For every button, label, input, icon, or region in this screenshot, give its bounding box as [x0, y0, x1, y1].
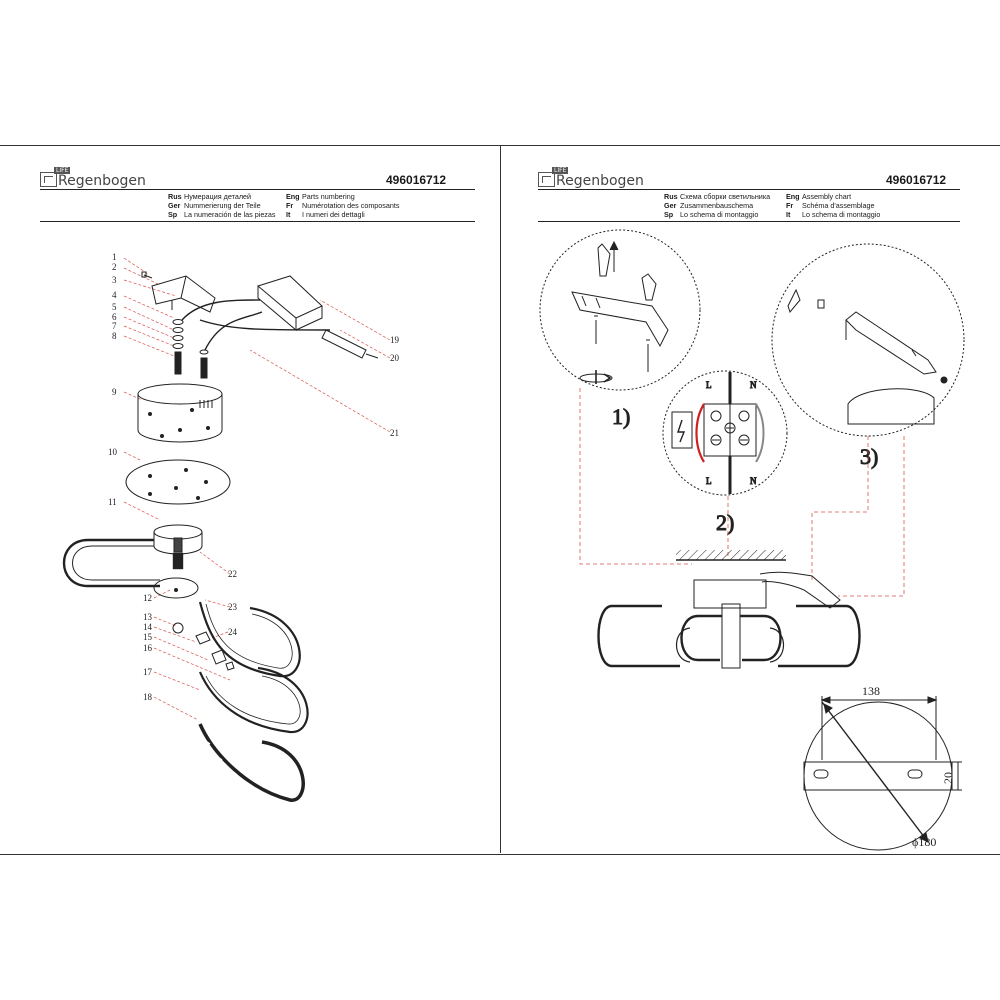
part-label-24: 24	[228, 627, 238, 637]
led-strip-part-18	[198, 723, 305, 802]
assembly-connectors	[579, 388, 905, 597]
canopy-base-part-9	[137, 383, 223, 443]
plate-height-label: 20	[941, 772, 955, 784]
wiring-label-neutral-bottom: N	[750, 476, 757, 486]
part-label-10: 10	[108, 447, 118, 457]
model-number-right: 496016712	[886, 173, 947, 187]
step-1-label: 1)	[612, 404, 630, 429]
part-label-1: 1	[112, 252, 117, 262]
step-2-label: 2)	[716, 510, 734, 535]
part-label-5: 5	[112, 302, 117, 312]
wiring-label-live-top: L	[706, 380, 712, 390]
wiring-label-live-bottom: L	[706, 476, 712, 486]
part-label-6: 6	[112, 312, 117, 322]
cover-plate-part-10	[125, 459, 231, 505]
part-label-20: 20	[390, 353, 400, 363]
assembly-view: 1) L N L N 2)	[539, 229, 965, 851]
page-divider	[500, 145, 501, 853]
step-2-wiring-detail	[662, 370, 788, 496]
screw-part-1	[141, 271, 153, 279]
arm-loop	[62, 538, 184, 588]
part-label-22: 22	[228, 569, 237, 579]
part-label-21: 21	[390, 428, 399, 438]
part-label-14: 14	[143, 622, 153, 632]
dimension-drawing	[803, 696, 962, 851]
leader-lines-left	[123, 257, 391, 721]
hub-part-11	[153, 524, 203, 555]
brand-mark-icon: LIFE	[538, 167, 569, 187]
step-1-detail	[539, 229, 701, 391]
part-label-19: 19	[390, 335, 400, 345]
part-label-12: 12	[143, 593, 152, 603]
brand-mark-icon: LIFE	[40, 167, 71, 187]
part-label-7: 7	[112, 321, 117, 331]
wiring-label-neutral-top: N	[750, 380, 757, 390]
mounted-fixture	[597, 550, 861, 669]
step-3-label: 3)	[860, 444, 878, 469]
header-rule-right-bottom	[538, 221, 960, 222]
part-label-11: 11	[108, 497, 117, 507]
header-rule-left-bottom	[40, 221, 475, 222]
terminal-part-20	[321, 329, 379, 359]
part-label-3: 3	[112, 275, 117, 285]
diameter-label: ϕ180	[912, 835, 936, 849]
step-3-detail	[771, 243, 965, 437]
part-number-labels: 1 2 3 4 5 6 7 8 9 10 11 12 13 14 15 16 1…	[108, 252, 400, 702]
part-label-9: 9	[112, 387, 117, 397]
part-label-13: 13	[143, 612, 153, 622]
part-label-17: 17	[143, 667, 153, 677]
fastener-stack	[172, 319, 209, 379]
led-driver-part-19	[256, 275, 323, 332]
part-label-8: 8	[112, 331, 117, 341]
part-label-2: 2	[112, 262, 117, 272]
power-wires	[181, 299, 331, 351]
part-label-23: 23	[228, 602, 238, 612]
lamp-frame-loops	[198, 601, 309, 734]
part-label-16: 16	[143, 643, 153, 653]
model-number-left: 496016712	[386, 173, 447, 187]
part-label-18: 18	[143, 692, 153, 702]
bottom-disc-part-12	[153, 577, 199, 599]
mounting-bracket-part-3	[151, 275, 216, 313]
small-parts	[172, 622, 235, 671]
exploded-view	[62, 257, 391, 802]
part-label-15: 15	[143, 632, 153, 642]
part-label-4: 4	[112, 290, 117, 300]
plate-width-label: 138	[862, 684, 880, 698]
header-rule-left	[40, 189, 475, 190]
header-rule-right	[538, 189, 960, 190]
